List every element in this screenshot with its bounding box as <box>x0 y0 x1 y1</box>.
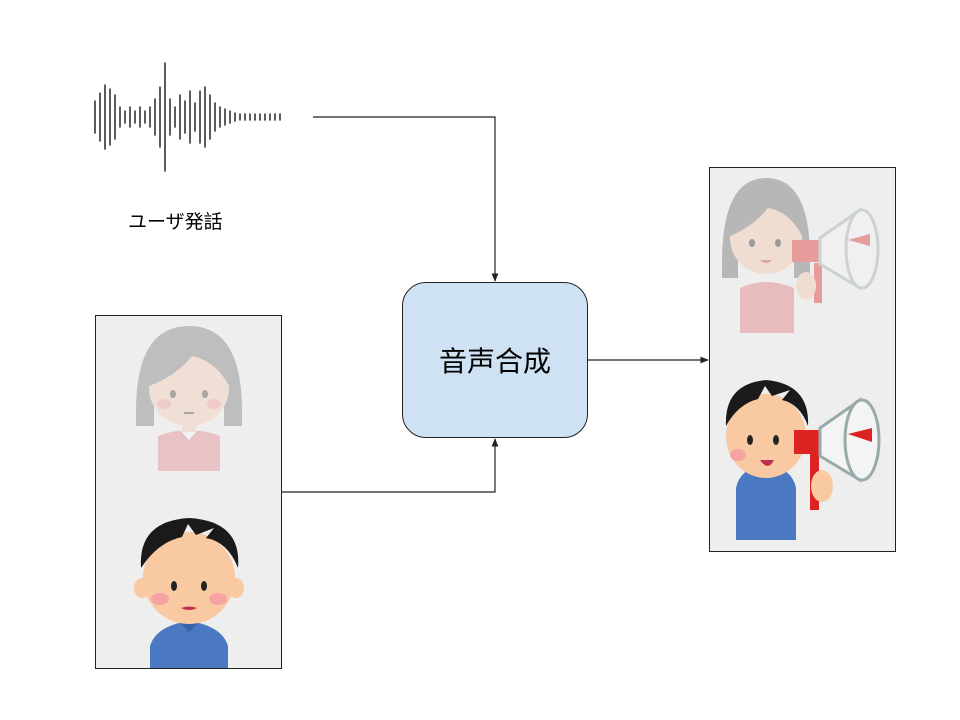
output-panel <box>709 167 896 552</box>
connector-waveform-to-synthesis <box>313 116 499 282</box>
woman-megaphone-icon <box>722 178 880 333</box>
woman-face-icon <box>136 326 242 471</box>
boy-face-icon <box>134 518 244 668</box>
speech-synthesis-box: 音声合成 <box>402 282 588 438</box>
speaker-panel <box>95 315 282 669</box>
connector-speakers-to-synthesis <box>282 438 499 493</box>
boy-megaphone-icon <box>725 380 881 540</box>
speech-synthesis-label: 音声合成 <box>438 345 551 378</box>
user-utterance-label: ユーザ発話 <box>128 211 223 233</box>
